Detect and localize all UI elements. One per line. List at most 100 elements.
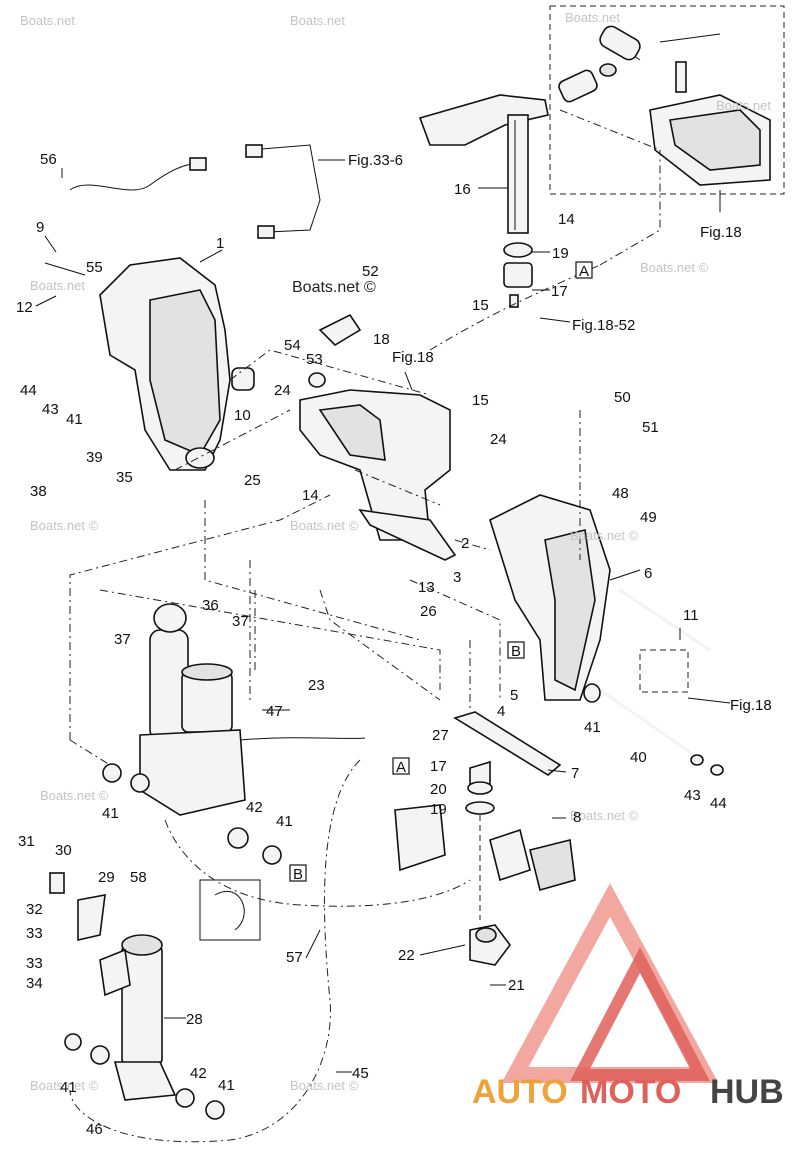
part-number-35: 35 <box>116 469 133 486</box>
part-number-26: 26 <box>420 603 437 620</box>
part-number-34: 34 <box>26 975 43 992</box>
part-number-55: 55 <box>86 259 103 276</box>
part-number-22: 22 <box>398 947 415 964</box>
box-labels: A A B B <box>289 261 593 883</box>
box-label-b: B <box>511 643 521 660</box>
part-number-15: 15 <box>472 392 489 409</box>
tilt-trim-unit-group <box>102 603 366 941</box>
part-number-25: 25 <box>244 472 261 489</box>
plate-group <box>394 711 576 966</box>
part-number-17: 17 <box>551 283 568 300</box>
figure-references: Fig.33-6 Fig.18 Fig.18 Fig.18-52 Fig.18 <box>318 152 772 714</box>
part-number-33: 33 <box>26 925 43 942</box>
part-number-14: 14 <box>558 211 575 228</box>
ref-fig18-52: Fig.18-52 <box>572 317 635 334</box>
part-number-33: 33 <box>26 955 43 972</box>
part-number-8: 8 <box>573 809 581 826</box>
part-number-37: 37 <box>114 631 131 648</box>
watermark: Boats.net <box>565 10 620 25</box>
part-number-28: 28 <box>186 1011 203 1028</box>
part-number-57: 57 <box>286 949 303 966</box>
part-number-4: 4 <box>497 703 505 720</box>
part-number-41: 41 <box>276 813 293 830</box>
part-number-21: 21 <box>508 977 525 994</box>
watermark: Boats.net © <box>640 260 709 275</box>
logo-text-hub: HUB <box>710 1073 784 1111</box>
part-number-13: 13 <box>418 579 435 596</box>
watermark: Boats.net © <box>570 528 639 543</box>
part-number-44: 44 <box>710 795 727 812</box>
part-number-43: 43 <box>42 401 59 418</box>
part-number-12: 12 <box>16 299 33 316</box>
fig18-inset: Boats.net Boats.net <box>549 5 785 195</box>
part-number-46: 46 <box>86 1121 103 1138</box>
part-number-20: 20 <box>430 781 447 798</box>
part-number-15: 15 <box>472 297 489 314</box>
part-number-29: 29 <box>98 869 115 886</box>
part-number-41: 41 <box>60 1079 77 1096</box>
part-number-6: 6 <box>644 565 652 582</box>
trim-cylinder-group <box>49 872 225 1120</box>
part-number-48: 48 <box>612 485 629 502</box>
steering-bracket-group <box>418 94 661 308</box>
part-number-17: 17 <box>430 758 447 775</box>
watermark: Boats.net <box>30 278 85 293</box>
box-label-b: B <box>293 866 303 883</box>
part-number-53: 53 <box>306 351 323 368</box>
part-number-40: 40 <box>630 749 647 766</box>
part-number-3: 3 <box>453 569 461 586</box>
part-number-5: 5 <box>510 687 518 704</box>
part-number-54: 54 <box>284 337 301 354</box>
part-number-44: 44 <box>20 382 37 399</box>
part-number-14: 14 <box>302 487 319 504</box>
part-number-49: 49 <box>640 509 657 526</box>
part-number-31: 31 <box>18 833 35 850</box>
watermark: Boats.net © <box>570 808 639 823</box>
watermark: Boats.net © <box>290 1078 359 1093</box>
leader-lines <box>35 168 681 1073</box>
part-number-27: 27 <box>432 727 449 744</box>
watermark: Boats.net © <box>30 518 99 533</box>
part-number-42: 42 <box>190 1065 207 1082</box>
watermarks: Boats.net Boats.net Boats.net Boats.net … <box>20 13 709 1093</box>
part-number-47: 47 <box>266 703 283 720</box>
part-number-42: 42 <box>246 799 263 816</box>
part-number-30: 30 <box>55 842 72 859</box>
watermark: Boats.net <box>20 13 75 28</box>
part-number-56: 56 <box>40 151 57 168</box>
part-number-19: 19 <box>430 801 447 818</box>
watermark: Boats.net <box>290 13 345 28</box>
ref-fig18-top: Fig.18 <box>700 224 742 241</box>
part-number-39: 39 <box>86 449 103 466</box>
part-number-1: 1 <box>216 235 224 252</box>
watermark: Boats.net <box>716 98 771 113</box>
part-number-9: 9 <box>36 219 44 236</box>
part-number-16: 16 <box>454 181 471 198</box>
automotohub-logo: AUTO MOTO HUB <box>472 883 784 1111</box>
watermark-dark: Boats.net © <box>292 279 376 296</box>
part-number-37: 37 <box>232 613 249 630</box>
part-number-11: 11 <box>683 607 699 624</box>
part-number-10: 10 <box>234 407 251 424</box>
part-number-38: 38 <box>30 483 47 500</box>
stern-bracket-group <box>489 494 724 776</box>
ref-fig33-6: Fig.33-6 <box>348 152 403 169</box>
part-number-50: 50 <box>614 389 631 406</box>
part-number-23: 23 <box>308 677 325 694</box>
part-number-24: 24 <box>490 431 507 448</box>
box-label-a: A <box>396 759 406 776</box>
watermark: Boats.net © <box>40 788 109 803</box>
ref-fig18-right: Fig.18 <box>730 697 772 714</box>
ref-fig18-mid: Fig.18 <box>392 349 434 366</box>
part-number-7: 7 <box>571 765 579 782</box>
swivel-bracket-group <box>44 144 321 471</box>
part-number-labels: 1 2 3 4 5 6 7 8 9 10 11 12 13 14 14 15 1… <box>16 151 727 1138</box>
part-number-2: 2 <box>461 535 469 552</box>
watermark: Boats.net © <box>30 1078 99 1093</box>
part-number-19: 19 <box>552 245 569 262</box>
part-number-45: 45 <box>352 1065 369 1082</box>
logo-text-moto: MOTO <box>580 1073 681 1111</box>
part-number-36: 36 <box>202 597 219 614</box>
part-number-58: 58 <box>130 869 147 886</box>
